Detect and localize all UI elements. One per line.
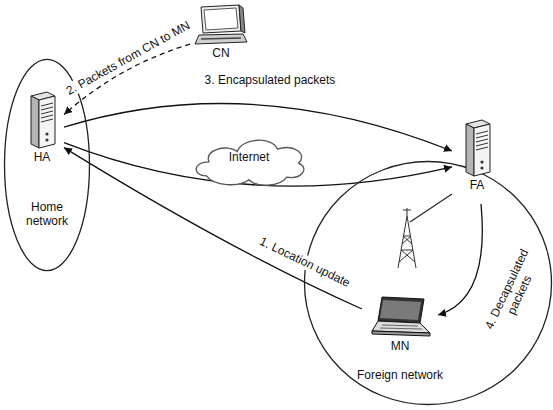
- arrow: [438, 204, 482, 315]
- region-label: Internet: [190, 150, 308, 164]
- computer-icon: [193, 4, 249, 46]
- node-label: MN: [391, 339, 410, 353]
- laptop-node: MN: [362, 295, 438, 357]
- region-label: Home network: [17, 200, 77, 228]
- edge-label: 2. Packets from CN to MN: [62, 17, 194, 99]
- region-label: Foreign network: [345, 368, 455, 382]
- node-label: HA: [34, 150, 51, 164]
- server-icon: [462, 118, 492, 178]
- node-label: CN: [212, 46, 229, 60]
- computer-node: CN: [190, 4, 252, 66]
- server-node: FA: [452, 118, 502, 204]
- server-icon: [27, 90, 57, 150]
- internet-cloud: Internet: [190, 126, 308, 190]
- edge-label: 4. Decapsulated packets: [479, 240, 547, 344]
- node-label: FA: [470, 178, 485, 192]
- server-node: HA: [20, 90, 64, 178]
- wireless-link: [410, 194, 452, 222]
- antenna-tower: [398, 208, 416, 268]
- laptop-icon: [368, 295, 432, 339]
- edge-label: 3. Encapsulated packets: [203, 73, 338, 87]
